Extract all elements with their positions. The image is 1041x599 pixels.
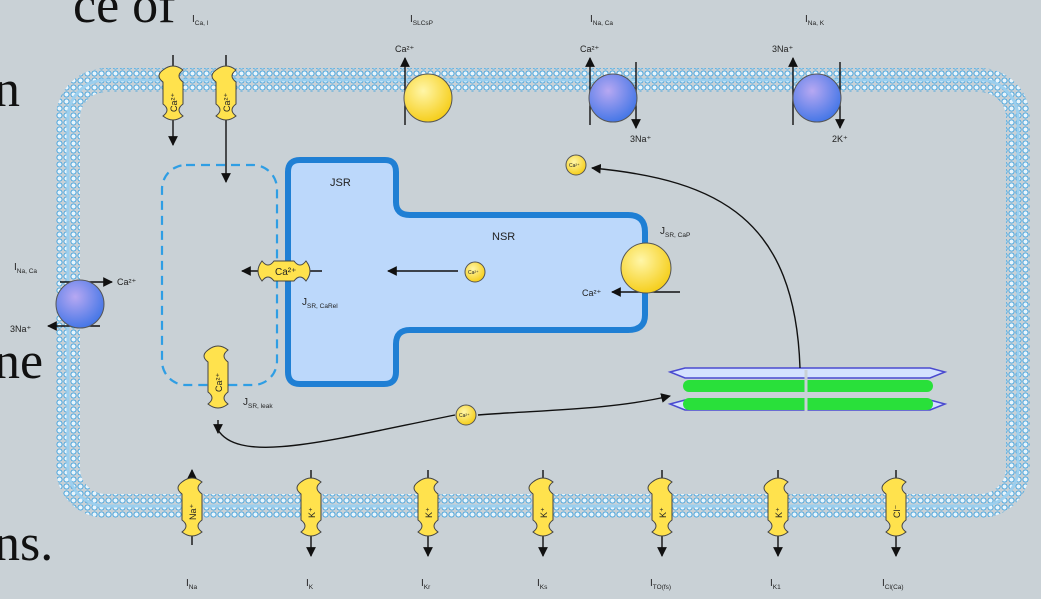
svg-text:Ca²⁺: Ca²⁺	[468, 270, 479, 276]
svg-text:3Na⁺: 3Na⁺	[630, 134, 652, 144]
ca-leak-flux-line	[217, 414, 456, 448]
svg-text:Na⁺: Na⁺	[188, 503, 198, 520]
inaca-top-label: INa, Ca	[590, 14, 613, 27]
svg-text:Ca²⁺: Ca²⁺	[459, 413, 470, 419]
myofilament	[667, 367, 948, 412]
k-channel-ito: K⁺	[647, 470, 673, 557]
background-text-1: ce of	[73, 0, 176, 34]
svg-text:Cl⁻: Cl⁻	[892, 505, 902, 518]
ca-ion-sr: Ca²⁺	[464, 261, 486, 283]
ito-label: ITO(fs)	[650, 578, 671, 591]
background-text-4: ns.	[0, 515, 54, 572]
svg-text:3Na⁺: 3Na⁺	[10, 324, 32, 334]
ca-uptake-flux-line	[591, 163, 801, 369]
na-channel: Na⁺	[177, 469, 203, 545]
inaca-left-label: INa, Ca	[14, 262, 37, 275]
svg-text:Ca²⁺: Ca²⁺	[275, 267, 296, 278]
jsr-carel-label: JSR, CaRel	[302, 297, 338, 310]
na-ca-exchanger-top: Ca²⁺ 3Na⁺	[580, 44, 652, 144]
k-channel-ik1: K⁺	[763, 470, 789, 557]
jsr-leak-label: JSR, leak	[243, 397, 273, 410]
svg-text:Ca²⁺: Ca²⁺	[580, 44, 600, 54]
ik1-label: IK1	[770, 578, 781, 591]
k-channel-ikr: K⁺	[413, 470, 439, 557]
svg-text:Ca²⁺: Ca²⁺	[582, 288, 602, 298]
svg-text:K⁺: K⁺	[658, 507, 668, 518]
svg-text:K⁺: K⁺	[539, 507, 549, 518]
iks-label: IKs	[537, 578, 548, 591]
background-text-2: n	[0, 61, 20, 118]
ca-to-myofilament-line	[477, 393, 671, 416]
svg-text:Ca²⁺: Ca²⁺	[222, 92, 232, 112]
svg-text:2K⁺: 2K⁺	[832, 134, 848, 144]
svg-text:Ca²⁺: Ca²⁺	[117, 277, 137, 287]
l-type-calcium-channel-2: Ca²⁺	[211, 55, 237, 183]
svg-text:Ca²⁺: Ca²⁺	[169, 92, 179, 112]
svg-text:Ca²⁺: Ca²⁺	[395, 44, 415, 54]
icl-label: ICl(Ca)	[882, 578, 904, 591]
svg-text:3Na⁺: 3Na⁺	[772, 44, 794, 54]
sr-leak-channel: Ca²⁺	[203, 345, 229, 434]
serca-pump: Ca²⁺	[582, 242, 680, 298]
svg-text:Ca²⁺: Ca²⁺	[569, 163, 580, 169]
ica-l-label: ICa, l	[192, 14, 209, 27]
jsr-label: JSR	[330, 177, 351, 189]
svg-text:Ca²⁺: Ca²⁺	[214, 372, 224, 392]
svg-text:K⁺: K⁺	[424, 507, 434, 518]
ryanodine-release-channel: Ca²⁺	[241, 260, 322, 282]
na-ca-exchanger-left: Ca²⁺ 3Na⁺	[10, 277, 137, 334]
ca-ion-cytosol-top: Ca²⁺	[565, 154, 587, 176]
islcsp-label: ISLCsP	[410, 14, 433, 27]
nsr-label: NSR	[492, 231, 515, 243]
sarcolemmal-ca-pump: Ca²⁺	[395, 44, 453, 125]
ikr-label: IKr	[421, 578, 431, 591]
na-k-pump: 3Na⁺ 2K⁺	[772, 44, 848, 144]
jsr-cap-label: JSR, CaP	[660, 226, 690, 239]
ina-label: INa	[186, 578, 197, 591]
inak-label: INa, K	[805, 14, 825, 27]
k-channel-ik: K⁺	[296, 470, 322, 557]
cl-channel: Cl⁻	[881, 470, 907, 557]
svg-text:K⁺: K⁺	[774, 507, 784, 518]
l-type-calcium-channel-1: Ca²⁺	[158, 55, 184, 146]
ca-ion-cytosol-bottom: Ca²⁺	[455, 404, 477, 426]
ik-label: IK	[306, 578, 314, 591]
background-text-3: ne	[0, 333, 44, 390]
k-channel-iks: K⁺	[528, 470, 554, 557]
svg-text:K⁺: K⁺	[307, 507, 317, 518]
